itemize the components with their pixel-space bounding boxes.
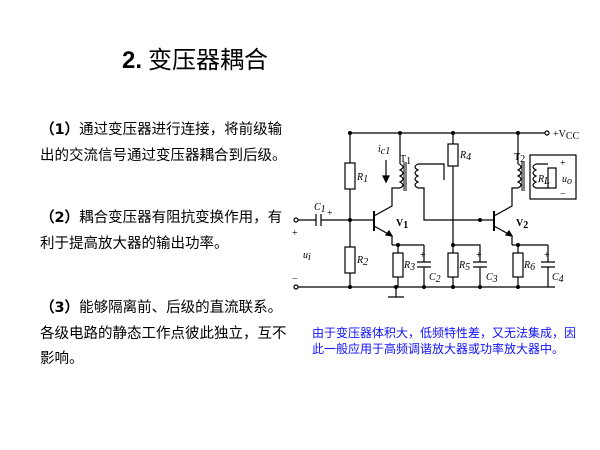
label-input-minus: − xyxy=(292,274,298,285)
resistor-r4 xyxy=(447,143,459,167)
resistor-r5 xyxy=(447,252,459,278)
point-3: （3）能够隔离前、后级的直流联系。各级电路的静态工作点彼此独立，互不影响。 xyxy=(40,296,290,373)
label-v2: V2 xyxy=(516,218,528,231)
input-terminal-top xyxy=(293,217,299,223)
label-c2: C2 xyxy=(429,272,441,285)
input-terminal-bottom xyxy=(293,284,299,290)
resistor-r2 xyxy=(344,246,356,274)
label-c2-plus: + xyxy=(420,250,426,261)
label-r3: R3 xyxy=(403,260,415,273)
transistor-v1-collector xyxy=(373,195,393,217)
transformer-t1-core xyxy=(403,162,407,191)
label-uo-plus: + xyxy=(560,158,566,169)
title-text: 变压器耦合 xyxy=(148,46,269,74)
title-number: 2. xyxy=(122,47,143,74)
label-r5: R5 xyxy=(458,260,470,273)
label-rl: RL xyxy=(537,174,550,187)
label-ic1: ic1 xyxy=(378,144,390,157)
load-box xyxy=(529,154,577,200)
label-r6: R6 xyxy=(523,260,535,273)
point-1: （1）通过变压器进行连接，将前级输出的交流信号通过变压器耦合到后级。 xyxy=(40,118,290,169)
label-ui: ui xyxy=(303,250,311,263)
transistor-v2-collector xyxy=(493,195,513,217)
resistor-r6 xyxy=(512,252,524,278)
label-uo: uo xyxy=(562,174,572,187)
label-r2: R2 xyxy=(356,255,368,268)
transformer-t1-secondary xyxy=(414,163,420,189)
point-2: （2）耦合变压器有阻抗变换作用，有利于提高放大器的输出功率。 xyxy=(40,206,290,257)
vcc-terminal xyxy=(544,130,550,136)
label-input-plus: + xyxy=(292,228,298,239)
transformer-t2-core xyxy=(521,162,525,191)
label-r1: R1 xyxy=(356,172,368,185)
transformer-t1-primary xyxy=(398,163,404,189)
capacitor-c4 xyxy=(541,261,555,268)
label-c1-plus: + xyxy=(327,208,333,219)
label-c3-plus: + xyxy=(476,250,482,261)
label-c3: C3 xyxy=(486,272,498,285)
capacitor-c3 xyxy=(473,261,487,268)
label-vcc: +VCC xyxy=(553,129,580,142)
label-c1: C1 xyxy=(314,202,326,215)
resistor-rl xyxy=(547,167,557,189)
label-v1: V1 xyxy=(396,218,408,231)
capacitor-c2 xyxy=(417,261,431,268)
point-2-label: （2） xyxy=(40,210,80,226)
resistor-r3 xyxy=(392,252,404,278)
label-t2: T2 xyxy=(514,152,525,165)
point-1-label: （1） xyxy=(40,122,80,138)
transformer-t2-secondary xyxy=(532,163,538,189)
capacitor-c1 xyxy=(315,214,322,226)
point-2-text: 耦合变压器有阻抗变换作用，有利于提高放大器的输出功率。 xyxy=(40,210,283,252)
label-t1: T1 xyxy=(400,154,411,167)
point-3-text: 能够隔离前、后级的直流联系。各级电路的静态工作点彼此独立，互不影响。 xyxy=(40,300,287,367)
slide-title: 2.变压器耦合 xyxy=(122,40,268,75)
label-c4-plus: + xyxy=(544,250,550,261)
label-r4: R4 xyxy=(459,150,471,163)
label-uo-minus: − xyxy=(560,189,566,200)
resistor-r1 xyxy=(344,162,356,190)
blue-note: 由于变压器体积大，低频特性差，又无法集成，因此一般应用于高频调谐放大器或功率放大… xyxy=(312,326,577,356)
point-1-text: 通过变压器进行连接，将前级输出的交流信号通过变压器耦合到后级。 xyxy=(40,122,287,164)
point-3-label: （3） xyxy=(40,300,80,316)
label-c4: C4 xyxy=(552,272,564,285)
transformer-t2-primary xyxy=(516,163,522,189)
